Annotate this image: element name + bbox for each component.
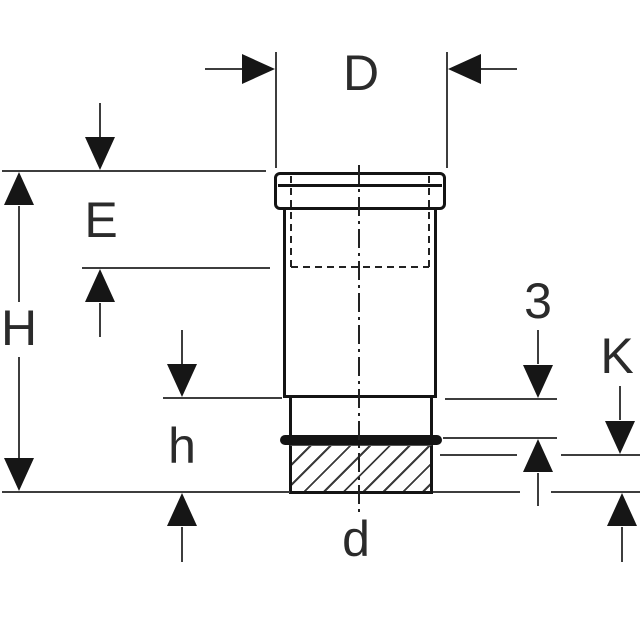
fitting-rim-line [278,184,442,187]
fitting-section-hatch [289,445,433,494]
dimension-label-K: K [600,328,634,384]
three-arrow-up-icon [523,439,553,472]
e-bottom-line [82,267,270,269]
three-arrow-tail-top [537,330,539,364]
k-leader-top-left-seg [440,454,517,456]
k-arrow-up-icon [607,493,637,526]
dimension-label-D: D [342,45,380,101]
three-arrow-down-icon [523,365,553,398]
h-total-line-upper [18,206,20,302]
fitting-seal-bead [280,435,442,445]
h-arrow-down-icon [167,364,197,397]
h-step-leader-line [163,397,282,399]
h-total-arrow-down-icon [4,458,34,491]
d-extension-line-right [446,52,448,168]
d-arrow-left-icon [242,54,275,84]
e-arrow-down-icon [85,137,115,170]
e-arrow-tail-bottom [99,303,101,337]
three-leader-top [445,398,557,400]
d-arrow-tail-left [205,68,242,70]
hidden-socket-wall-left [290,176,292,268]
dimension-label-h: h [168,418,196,474]
h-total-arrow-up-icon [4,172,34,205]
hidden-socket-wall-right [428,176,430,268]
dimension-label-d: d [342,511,370,567]
k-leader-top-right-seg [561,454,640,456]
three-leader-bottom [443,437,557,439]
e-arrow-up-icon [85,269,115,302]
k-arrow-tail-top [619,386,621,420]
h-arrow-up-icon [167,493,197,526]
h-arrow-tail-bottom [181,527,183,562]
d-extension-line-left [275,52,277,168]
dimension-label-3: 3 [524,273,552,329]
h-arrow-tail-top [181,330,183,364]
bottom-datum-line-right-b [551,491,640,493]
d-arrow-tail-right [481,68,517,70]
bottom-datum-line-right-a [433,491,520,493]
three-arrow-tail-bottom [537,473,539,506]
fitting-body [283,209,437,398]
hidden-socket-depth-line [291,266,429,268]
top-datum-line [2,170,266,172]
k-arrow-tail-bottom [621,527,623,562]
fitting-collar [274,172,446,210]
k-arrow-down-icon [605,421,635,454]
e-arrow-tail-top [99,103,101,138]
d-arrow-right-icon [448,54,481,84]
fitting-spigot [289,398,433,437]
dimension-label-H: H [0,300,38,356]
centerline [358,165,360,513]
h-total-line-lower [18,357,20,458]
bottom-datum-line [2,491,290,493]
dimension-label-E: E [84,192,118,248]
